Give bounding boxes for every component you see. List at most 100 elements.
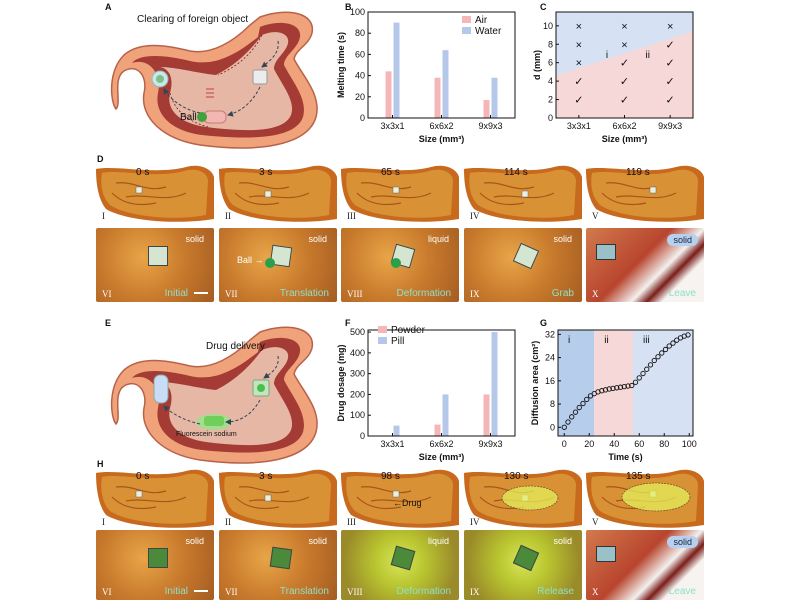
y-axis-label: Melting time (s) [336,32,346,98]
y-tick-label: 0 [360,431,365,441]
y-tick-label: 200 [350,389,365,399]
data-point [670,340,676,346]
frame-number: X [592,289,599,299]
x-tick-label: 20 [584,439,594,449]
legend-label-pill: Pill [391,336,404,347]
object-cube [596,244,616,260]
y-axis-label: Drug dosage (mg) [336,344,346,421]
y-tick-label: 0 [550,422,555,432]
data-point [625,383,631,389]
panel-letter-b: B [345,2,352,12]
x-tick-label: 3x3x1 [567,121,591,131]
frame-number: VI [102,289,112,299]
data-point [685,332,691,338]
bar-powder-1 [434,424,441,436]
data-point [659,350,665,356]
frame-number: IX [470,289,480,299]
panel-e-fluorescein-label: Fluorescein sodium [176,431,237,438]
data-point [640,370,646,377]
data-point [561,424,567,430]
x-axis-label: Size (mm³) [602,134,648,144]
data-point [655,354,661,360]
data-point [610,385,616,392]
frame-number: X [592,587,599,597]
y-tick-label: 80 [355,28,365,38]
check-mark: ✓ [574,95,583,107]
time-label: 119 s [626,167,650,178]
frame-number: V [592,211,599,221]
x-tick-label: 100 [682,439,697,449]
region-stable [556,31,693,118]
data-point [651,357,657,364]
time-label: 0 s [136,471,150,482]
region-label-i: i [606,50,608,61]
object-cube [148,548,168,568]
legend-label-powder: Powder [391,325,426,336]
state-label: solid [667,536,698,548]
data-point [572,409,579,415]
x-tick-label: 6x6x2 [429,439,453,449]
frame-number: II [225,211,231,221]
bar-air-2 [483,99,490,118]
state-label: solid [667,234,698,246]
x-tick-label: 0 [562,439,567,449]
object-cube [269,546,293,570]
state-label: solid [185,536,204,546]
y-tick-label: 6 [548,58,553,68]
phase-label-i: i [568,335,570,346]
frame-number: VII [225,289,238,299]
step-caption: Initial [164,288,188,299]
y-tick-label: 24 [545,353,555,363]
y-tick-label: 100 [350,410,365,420]
y-tick-label: 4 [548,76,553,86]
frame-number: VIII [347,289,363,299]
x-tick-label: 40 [609,439,619,449]
object-cube [512,544,540,572]
data-point [617,384,624,390]
legend-swatch-powder [378,326,387,333]
y-tick-label: 100 [350,7,365,17]
panel-a-title: Clearing of foreign object [137,14,249,25]
frame-number: IX [470,587,480,597]
cross-mark: × [576,58,582,70]
panel-letter-e: E [105,318,112,328]
panel-a-ball-label: Ball [180,112,197,123]
step-caption: Deformation [396,288,451,299]
y-axis-label: Diffusion area (cm²) [530,341,540,426]
data-point [599,388,605,394]
x-axis-label: Size (mm³) [419,452,465,462]
frame-number: IV [470,517,480,527]
stomach-diagram-a [110,11,318,149]
phase-region-ii [594,330,633,436]
object-cube [512,242,540,270]
bar-water-1 [442,50,449,118]
data-point [662,346,669,353]
time-label: 98 s [381,471,400,482]
legend-swatch-air [462,16,471,23]
frame-number: V [592,517,599,527]
frame-number: II [225,517,231,527]
y-tick-label: 2 [548,95,553,105]
frame-number: IV [470,211,480,221]
bar-pill-1 [442,394,449,436]
data-point [666,343,672,349]
frame-number: III [347,211,356,221]
y-tick-label: 0 [360,113,365,123]
panel-letter-d: D [97,154,104,164]
x-tick-label: 6x6x2 [612,121,636,131]
legend-swatch-water [462,27,471,34]
step-caption: Initial [164,586,188,597]
step-caption: Grab [551,288,574,299]
ball-marker [391,258,401,268]
